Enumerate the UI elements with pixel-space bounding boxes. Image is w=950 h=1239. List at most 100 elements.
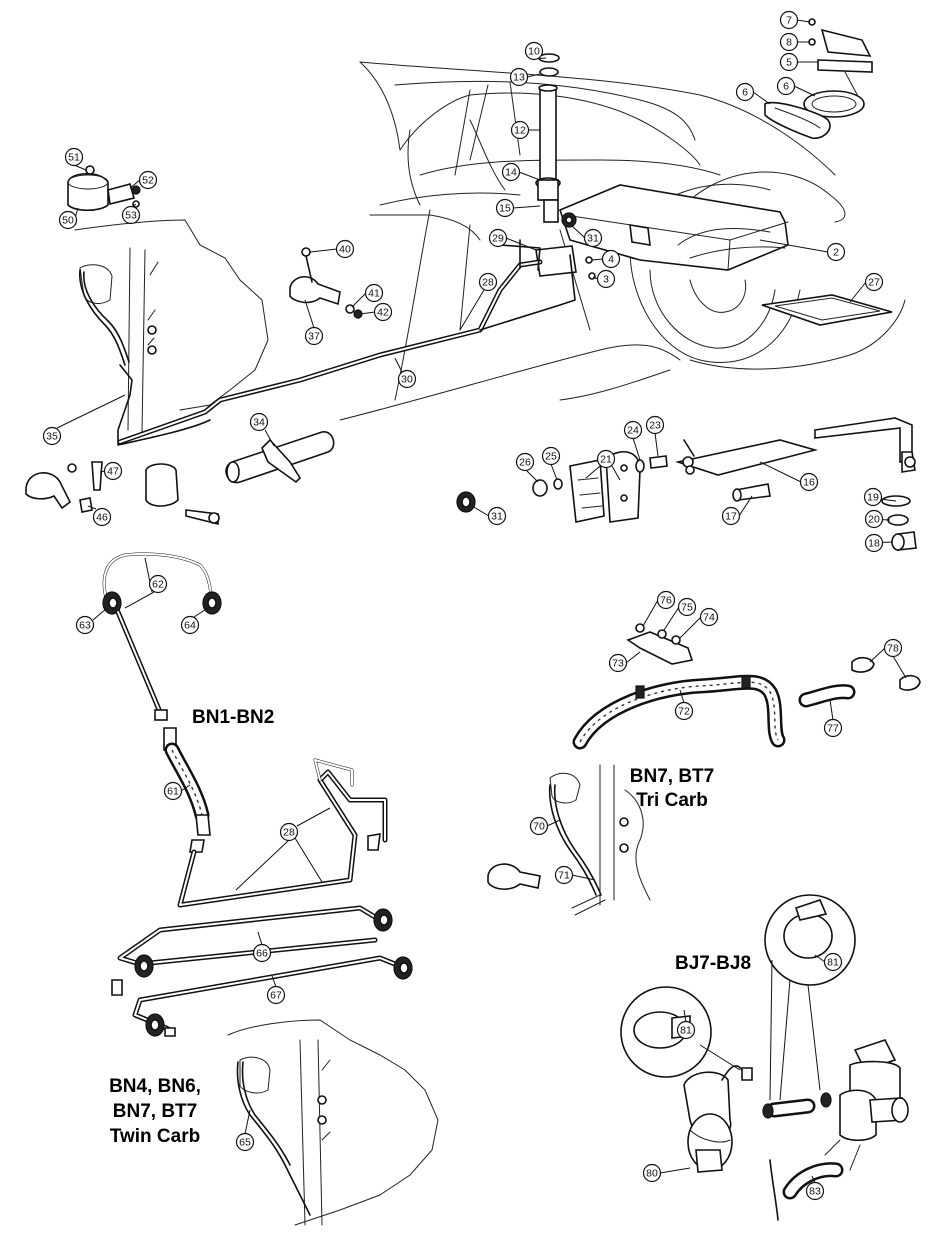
callout-number: 31 <box>587 233 599 245</box>
callout-circle <box>180 615 200 635</box>
clip-37-group <box>289 247 363 319</box>
callout-number: 2 <box>833 247 839 259</box>
callout-circle <box>823 952 843 972</box>
label-tri-carb-models: BN7, BT7 <box>630 766 714 787</box>
callout-5: 5 <box>779 52 799 72</box>
callout-number: 4 <box>608 254 614 266</box>
callout-37: 37 <box>304 326 324 346</box>
callout-number: 63 <box>79 620 91 632</box>
callout-circle <box>699 607 719 627</box>
callout-circle <box>249 412 269 432</box>
callout-number: 26 <box>519 457 531 469</box>
label-twin-carb-models-2: BN7, BT7 <box>113 1101 197 1122</box>
callout-81: 81 <box>676 1020 696 1040</box>
callout-circle <box>779 32 799 52</box>
callout-number: 53 <box>125 210 137 222</box>
callout-circle <box>42 426 62 446</box>
callout-42: 42 <box>373 302 393 322</box>
callout-number: 78 <box>887 643 899 655</box>
callout-25: 25 <box>541 446 561 466</box>
callout-circle <box>554 865 574 885</box>
callout-3: 3 <box>596 269 616 289</box>
twin-carb-pipes <box>111 905 413 1037</box>
car-body-outline <box>339 61 906 421</box>
callout-circle <box>601 249 621 269</box>
callout-number: 61 <box>167 786 179 798</box>
callout-31: 31 <box>487 506 507 526</box>
callout-53: 53 <box>121 205 141 225</box>
callout-8: 8 <box>779 32 799 52</box>
callout-circle <box>103 461 123 481</box>
callout-circle <box>252 943 272 963</box>
callout-circle <box>805 1181 825 1201</box>
callout-63: 63 <box>75 615 95 635</box>
callout-circle <box>397 369 417 389</box>
callout-circle <box>335 239 355 259</box>
callout-circle <box>235 1132 255 1152</box>
callout-23: 23 <box>645 415 665 435</box>
callout-number: 74 <box>703 612 715 624</box>
group-labels: BN1-BN2 BN7, BT7 Tri Carb BJ7-BJ8 BN4, B… <box>109 707 751 1147</box>
tri-carb-bulkhead <box>487 764 651 916</box>
callout-28: 28 <box>478 272 498 292</box>
callout-number: 7 <box>786 15 792 27</box>
callout-number: 10 <box>528 46 540 58</box>
callout-number: 46 <box>96 512 108 524</box>
callout-circle <box>779 52 799 72</box>
callout-circle <box>148 574 168 594</box>
callout-circle <box>823 718 843 738</box>
callout-35: 35 <box>42 426 62 446</box>
engine-bulkhead-bottom <box>227 1019 439 1226</box>
clip-35-group <box>25 461 220 526</box>
callout-number: 20 <box>868 514 880 526</box>
callout-number: 18 <box>868 538 880 550</box>
callout-30: 30 <box>397 369 417 389</box>
callout-80: 80 <box>642 1163 662 1183</box>
callout-number: 14 <box>505 167 517 179</box>
callout-number: 23 <box>649 420 661 432</box>
engine-bulkhead-top <box>74 219 269 446</box>
callout-circle <box>883 638 903 658</box>
callout-number: 66 <box>256 948 268 960</box>
callout-circle <box>138 170 158 190</box>
callout-circle <box>121 205 141 225</box>
callout-number: 8 <box>786 37 792 49</box>
callout-circle <box>674 701 694 721</box>
callout-6: 6 <box>735 82 755 102</box>
callout-circle <box>864 533 884 553</box>
callout-number: 40 <box>339 244 351 256</box>
callout-74: 74 <box>699 607 719 627</box>
callout-number: 64 <box>184 620 196 632</box>
callout-83: 83 <box>805 1181 825 1201</box>
callout-61: 61 <box>163 781 183 801</box>
callout-73: 73 <box>608 653 628 673</box>
callout-number: 25 <box>545 451 557 463</box>
callout-12: 12 <box>510 120 530 140</box>
callout-circle <box>826 242 846 262</box>
callout-number: 76 <box>660 595 672 607</box>
callout-circle <box>509 67 529 87</box>
callout-number: 28 <box>283 827 295 839</box>
callout-21: 21 <box>596 449 616 469</box>
callout-51: 51 <box>64 147 84 167</box>
callout-number: 29 <box>492 233 504 245</box>
callout-24: 24 <box>623 420 643 440</box>
callout-circle <box>863 487 883 507</box>
callout-number: 47 <box>107 466 119 478</box>
callout-46: 46 <box>92 507 112 527</box>
label-bj7-bj8: BJ7-BJ8 <box>675 953 751 974</box>
callout-15: 15 <box>495 198 515 218</box>
callout-circle <box>478 272 498 292</box>
callout-18: 18 <box>864 533 884 553</box>
fuel-tank-assembly <box>535 53 789 280</box>
callout-circle <box>735 82 755 102</box>
callout-number: 80 <box>646 1168 658 1180</box>
callout-number: 83 <box>809 1186 821 1198</box>
callout-number: 81 <box>827 957 839 969</box>
callout-number: 19 <box>867 492 879 504</box>
callout-4: 4 <box>601 249 621 269</box>
callout-number: 73 <box>612 658 624 670</box>
callout-number: 3 <box>603 274 609 286</box>
